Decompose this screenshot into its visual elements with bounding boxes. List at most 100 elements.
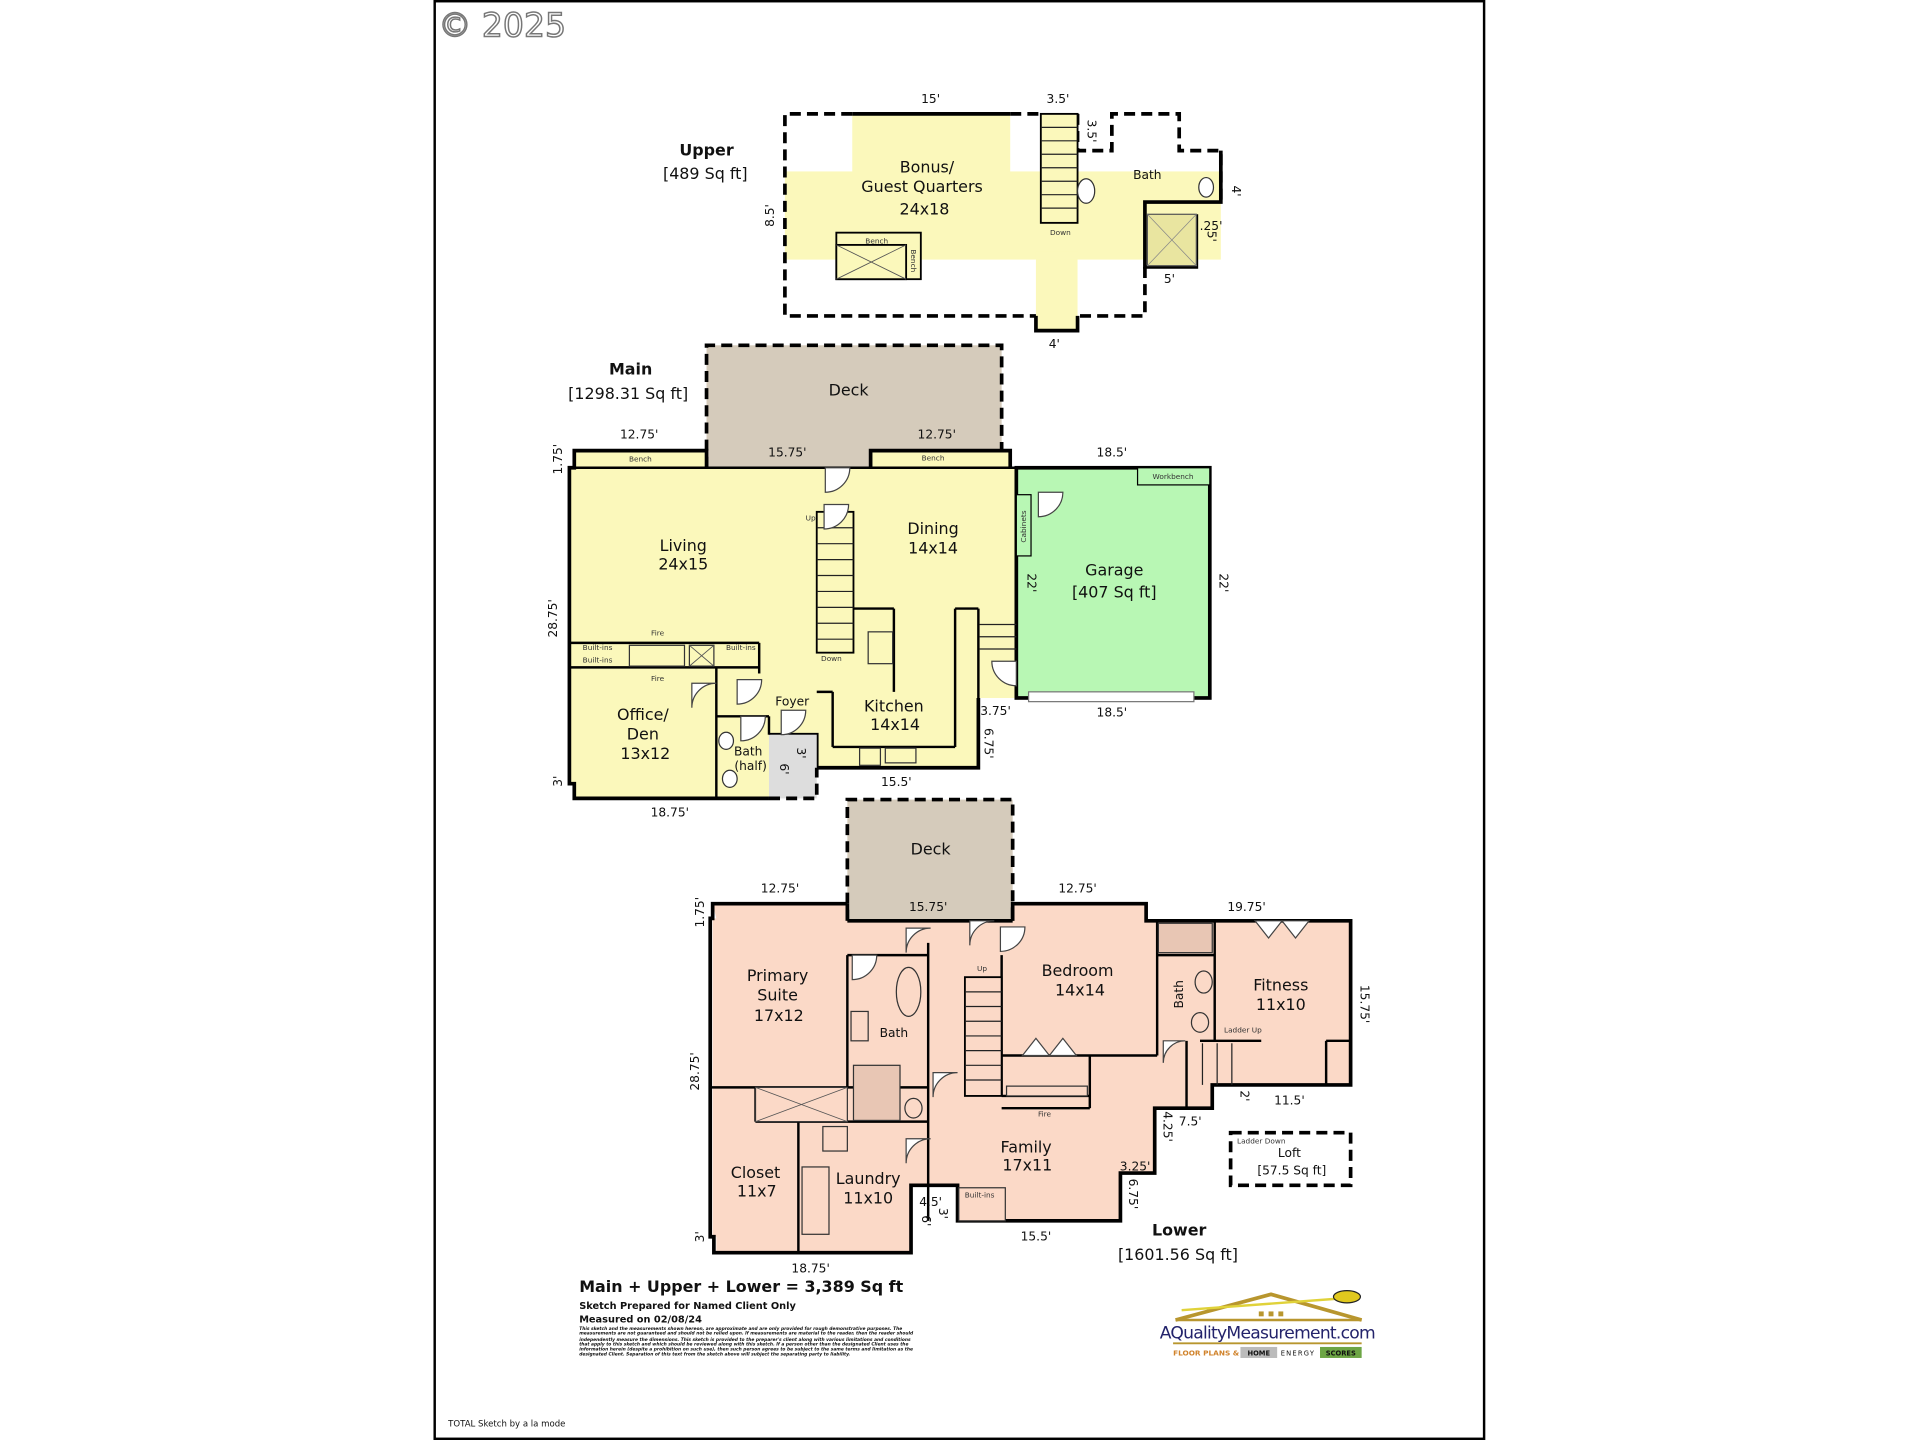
dim: 18.5' [1097, 446, 1128, 460]
dim: 3.25' [1120, 1160, 1151, 1174]
dim: 3.5' [1047, 92, 1070, 106]
upper-shower-pattern [1147, 214, 1197, 266]
main-vestibule [768, 734, 817, 799]
lower-stair-treads [964, 991, 1233, 1085]
door-icon[interactable] [991, 660, 1017, 687]
upper-outline-left [783, 112, 1036, 318]
room-closet: Closet [731, 1163, 781, 1182]
door-icon[interactable] [851, 954, 878, 981]
lower-deck [847, 799, 1013, 921]
room-loft: Loft [1278, 1146, 1301, 1160]
door-icon[interactable] [824, 467, 851, 493]
door-icon[interactable] [740, 715, 766, 742]
upper-floor: Upper [489 Sq ft] Bonus/ Guest Quarters … [663, 92, 1243, 351]
bifold-door-icon[interactable] [1280, 920, 1311, 939]
dim: 4' [1229, 185, 1243, 196]
door-icon[interactable] [932, 1072, 958, 1098]
builtins-label: Built-ins [583, 655, 613, 664]
dim: 4.5' [919, 1195, 942, 1209]
upper-stairs-down-label: Down [1050, 228, 1071, 237]
fire-label: Fire [651, 674, 665, 683]
room-living-size: 24x15 [658, 554, 708, 573]
dim: 7.5' [1179, 1114, 1202, 1128]
lower-doors [851, 920, 1311, 1164]
room-kitchen: Kitchen [864, 696, 924, 715]
half-bath-sink-icon [718, 731, 735, 751]
half-bath-toilet-icon [721, 769, 738, 788]
stairs-up-label: Up [977, 964, 987, 973]
upper-stair-treads [1040, 126, 1078, 209]
dim: 22' [1217, 573, 1231, 592]
room-main-deck: Deck [829, 381, 870, 400]
upper-area: [489 Sq ft] [663, 164, 748, 183]
bifold-door-icon[interactable] [1253, 920, 1284, 939]
cabinets-label: Cabinets [1019, 510, 1028, 542]
room-foyer: Foyer [775, 694, 810, 708]
logo-tagline: FLOOR PLANS & [1173, 1349, 1240, 1358]
kitchen-sink-icon [884, 747, 917, 764]
room-bonus-name-2: Guest Quarters [861, 177, 983, 196]
door-icon[interactable] [1162, 1040, 1186, 1063]
room-fitness-size: 11x10 [1256, 995, 1306, 1014]
builtins-label: Built-ins [583, 643, 613, 652]
dim: 6' [777, 763, 791, 774]
dim: 3' [551, 776, 565, 787]
door-icon[interactable] [691, 682, 717, 708]
logo-name: AQualityMeasurement.com [1160, 1323, 1375, 1343]
room-fitness: Fitness [1253, 976, 1308, 995]
dim: 2' [1237, 1090, 1251, 1101]
garage-door[interactable] [1027, 691, 1195, 703]
room-primary-size: 17x12 [754, 1006, 804, 1025]
dim: 15' [921, 92, 940, 106]
door-icon[interactable] [905, 1138, 931, 1164]
bench-label: Bench [629, 455, 652, 464]
lower-shower2-icon [1157, 922, 1213, 954]
stairs-down-label: Down [821, 654, 842, 663]
dim: 19.75' [1227, 900, 1265, 914]
logo-window [1268, 1311, 1274, 1317]
dim: 1.75' [551, 444, 565, 475]
dim: 3.5' [1084, 120, 1098, 143]
dim: 3' [693, 1231, 707, 1242]
upper-outline-right [1075, 112, 1223, 203]
main-staircase[interactable] [815, 510, 855, 654]
dim: 12.75' [1058, 882, 1096, 896]
dim: 12.75' [620, 427, 658, 441]
door-icon[interactable] [780, 709, 807, 736]
dim: 3.75' [980, 704, 1011, 718]
bifold-door-icon[interactable] [1021, 1037, 1051, 1057]
upper-outline-bottom [1077, 266, 1147, 318]
dim: 15.75' [909, 900, 947, 914]
workbench-label: Workbench [1153, 472, 1194, 481]
room-bedroom: Bedroom [1042, 961, 1114, 980]
bifold-door-icon[interactable] [1048, 1037, 1078, 1057]
door-icon[interactable] [1037, 491, 1064, 518]
door-icon[interactable] [999, 926, 1026, 953]
main-floor-fill [569, 450, 1017, 799]
upper-stair-landing [1034, 315, 1080, 333]
loft [1230, 1132, 1351, 1186]
dim: 5' [1164, 272, 1175, 286]
dim: 6.75' [981, 728, 995, 759]
lower-title: Lower [1152, 1221, 1207, 1240]
upper-fill-hall [1035, 251, 1078, 331]
lower-toilet2-icon [1190, 1012, 1210, 1033]
lower-toilet-icon [904, 1097, 923, 1119]
lower-floor: Deck Primary Suite 17x12 Bath Bath Bedro… [688, 797, 1371, 1275]
company-logo: AQualityMeasurement.com FLOOR PLANS & HO… [1160, 1290, 1376, 1358]
room-garage-area: [407 Sq ft] [1072, 583, 1157, 602]
room-lower-deck: Deck [911, 840, 952, 859]
door-icon[interactable] [823, 503, 850, 530]
door-icon[interactable] [905, 927, 931, 953]
vanity-icon [850, 1010, 869, 1042]
dim: 18.5' [1097, 705, 1128, 719]
lower-shower-icon [852, 1064, 901, 1122]
logo-window [1278, 1311, 1284, 1317]
dim: 11.5' [1274, 1093, 1305, 1107]
dim: .25' [1200, 219, 1223, 233]
door-icon[interactable] [969, 920, 995, 946]
door-icon[interactable] [736, 678, 763, 705]
total-area: Main + Upper + Lower = 3,389 Sq ft [579, 1277, 903, 1296]
lower-deck-outline [845, 797, 1015, 921]
logo-tape-icon [1181, 1296, 1348, 1312]
